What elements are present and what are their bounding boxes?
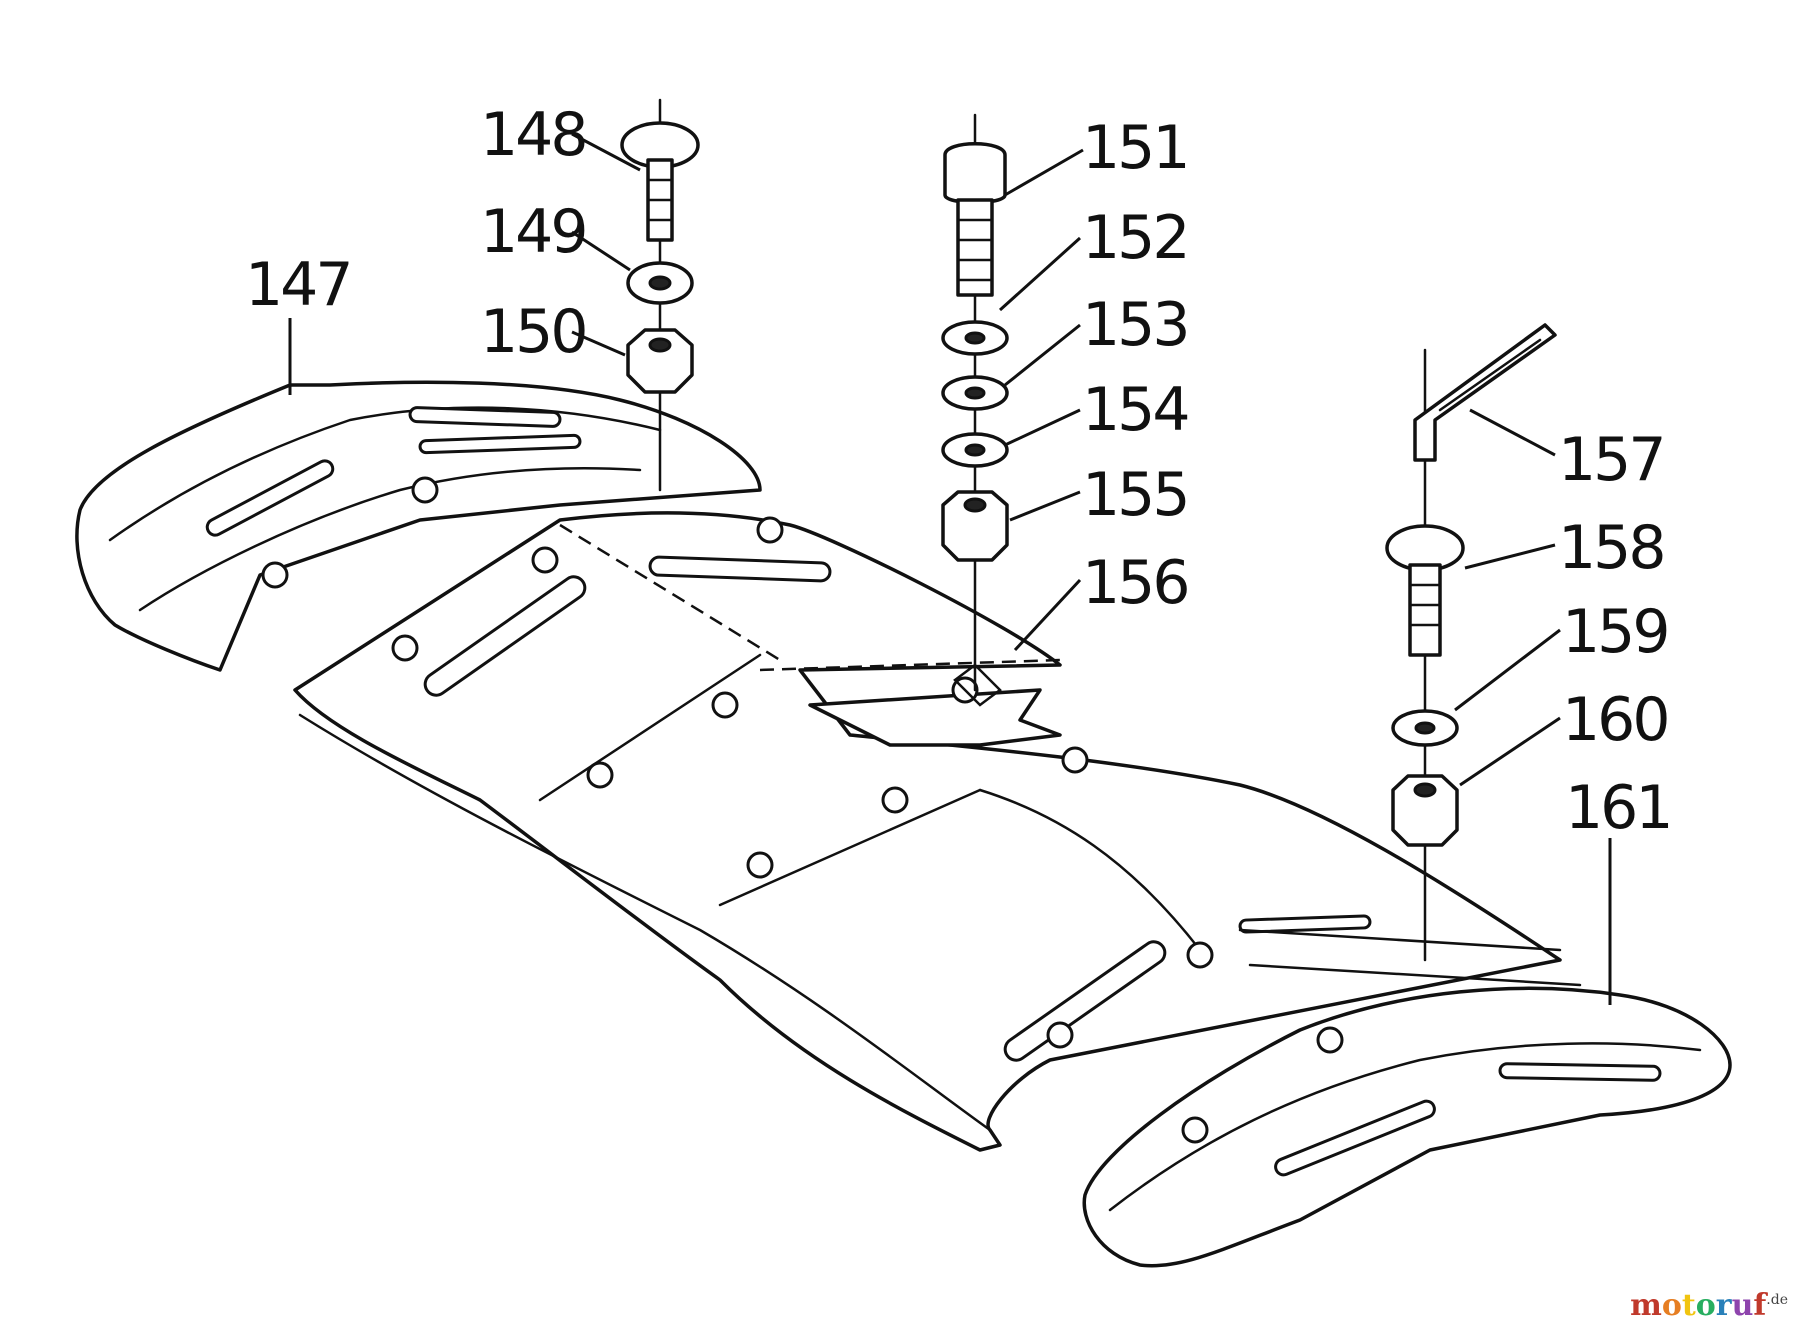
part-label-147: 147 [245,250,351,320]
part-label-154: 154 [1082,375,1188,445]
part-labels: 147 148 149 150 151 152 153 154 155 156 … [245,100,1674,843]
part-label-151: 151 [1082,113,1188,183]
part-label-155: 155 [1082,460,1188,530]
watermark-letter: r [1715,1288,1732,1323]
watermark-letter: o [1695,1288,1716,1323]
nut-160 [1391,774,1459,847]
part-label-152: 152 [1082,203,1188,273]
leader-lines [288,132,1612,1005]
part-label-159: 159 [1562,597,1668,667]
blade-assembly [75,380,1732,1268]
part-label-149: 149 [480,197,586,267]
blade-mount-plate [808,688,1062,747]
part-label-161: 161 [1565,773,1671,843]
hardware-stack-left [620,98,700,492]
nut-150 [626,328,694,394]
blade-left-wing [75,380,762,672]
wing-slot [1274,1099,1436,1177]
hardware-stack-right [1385,323,1557,962]
wing-slot [205,459,335,537]
part-label-150: 150 [480,297,586,367]
blade-center-plate [293,511,1562,1152]
mount-point-156 [953,663,1002,707]
wing-slot [418,433,582,455]
part-label-160: 160 [1562,685,1668,755]
part-label-158: 158 [1558,513,1664,583]
watermark-letter: f [1753,1288,1767,1323]
wing-slot [1498,1062,1662,1082]
part-label-156: 156 [1082,548,1188,618]
bolt-head-151 [943,142,1007,205]
watermark-letter: o [1661,1288,1682,1323]
part-label-148: 148 [480,100,586,170]
center-slot [648,555,832,583]
allen-key-157 [1413,323,1557,462]
bolt-shank-158 [1408,563,1442,657]
watermark-letter: u [1731,1288,1754,1323]
wing-slot [408,406,562,428]
part-label-153: 153 [1082,290,1188,360]
center-slot [1003,940,1167,1062]
mounting-holes [261,476,1344,1144]
watermark-suffix: .de [1766,1292,1788,1308]
part-label-157: 157 [1558,425,1664,495]
watermark-letter: t [1681,1288,1696,1323]
watermark-logo: motoruf.de [1630,1288,1788,1323]
watermark-letter: m [1630,1288,1662,1323]
nut-155 [941,490,1009,562]
hardware-stack-middle [941,113,1009,707]
center-slot [423,575,587,697]
wing-slot [1238,914,1372,934]
